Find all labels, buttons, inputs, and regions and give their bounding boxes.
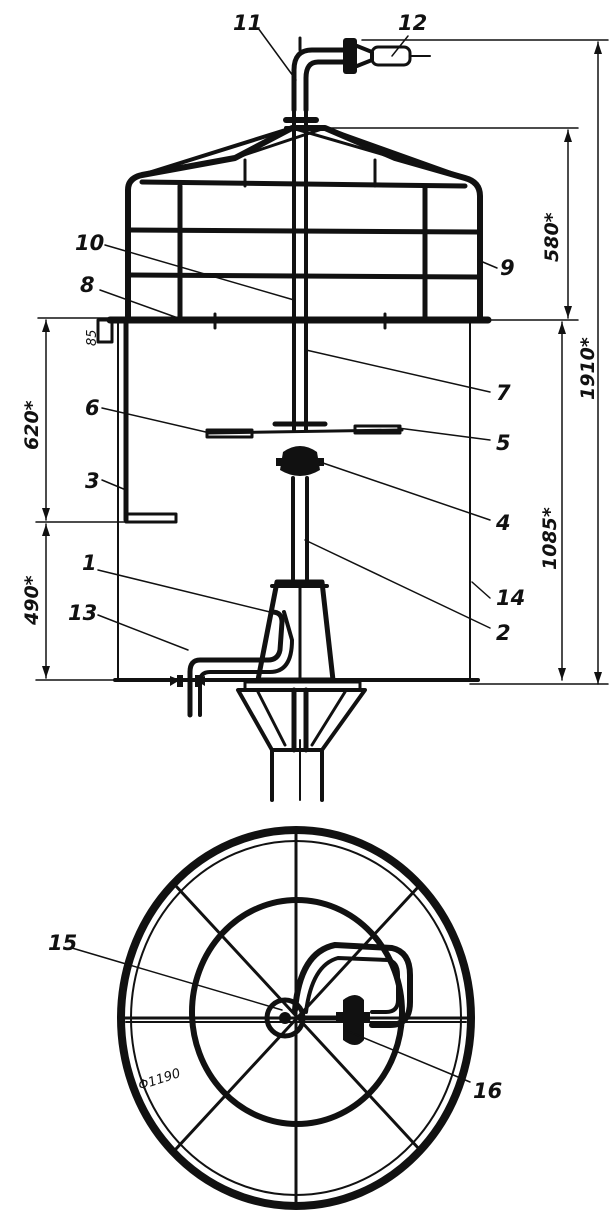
vessel-body [113,319,480,682]
label-part-14: 14 [496,586,525,610]
lower-shaft [291,476,309,582]
side-elevation: 11 12 10 8 9 7 6 5 4 3 1 14 2 13 580* 19… [21,11,609,802]
dimension-lines [35,39,609,685]
label-part-15: 15 [48,931,77,955]
coupling [276,446,324,476]
diameter-label: Φ1190 [137,1066,183,1094]
label-part-2: 2 [496,621,511,645]
dimension-1910: 1910* [577,337,599,400]
label-part-4: 4 [495,511,511,535]
label-part-7: 7 [496,381,511,405]
dimension-490: 490* [21,575,43,626]
base-support [236,680,367,802]
plan-leaders [71,947,471,1083]
plan-view: 15 16 Φ1190 [48,826,502,1210]
conical-housing [170,579,336,718]
top-frame-cage [125,125,483,323]
label-part-12: 12 [398,11,427,35]
label-part-8: 8 [80,273,95,297]
label-part-5: 5 [496,431,511,455]
label-part-9: 9 [500,256,515,280]
label-part-13: 13 [68,601,97,625]
label-part-10: 10 [75,231,104,255]
central-shaft [292,108,308,432]
dimension-1085: 1085* [539,507,561,570]
dimension-85: 85 [85,329,100,346]
outer-ring [117,826,475,1210]
support-plate [106,312,492,330]
label-part-3: 3 [85,469,100,493]
level-pipe [96,318,178,524]
dimension-580: 580* [541,212,563,262]
leader-lines [97,27,498,651]
plan-outlet-pipe [292,942,413,1045]
plan-spokes [122,830,470,1206]
label-part-1: 1 [82,551,97,575]
label-part-6: 6 [85,396,100,420]
dimension-620: 620* [21,400,43,450]
label-part-11: 11 [233,11,262,35]
impeller [205,421,404,439]
top-elbow-outlet [283,36,431,130]
label-part-16: 16 [473,1079,502,1103]
